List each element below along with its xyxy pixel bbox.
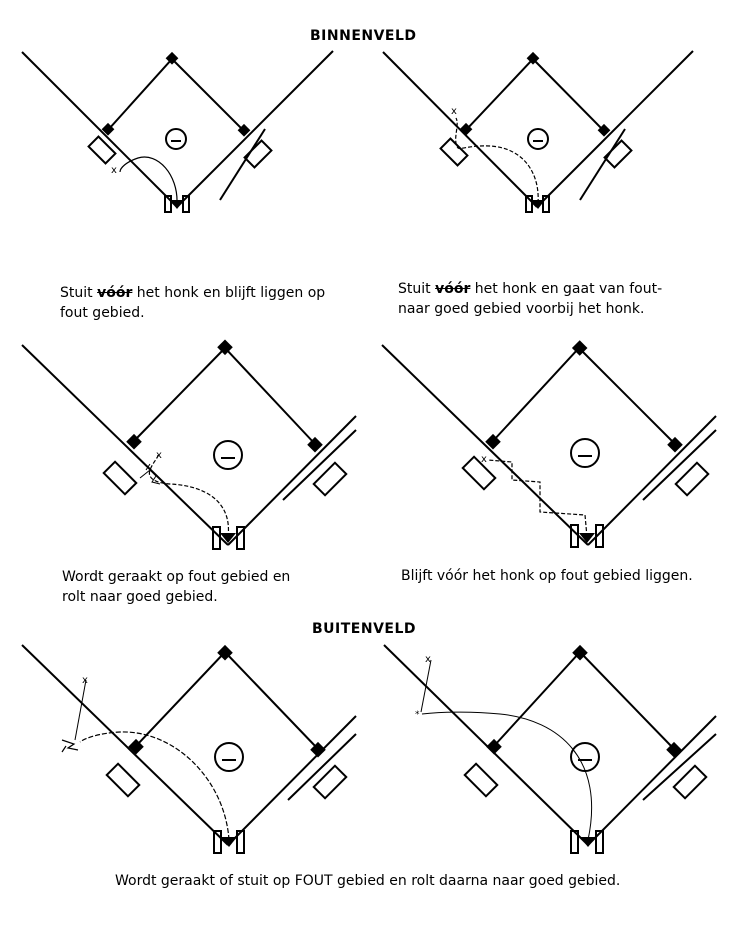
- bounce-mark: *: [415, 710, 420, 720]
- landing-mark: x: [451, 106, 457, 117]
- landing-mark: x: [156, 450, 162, 461]
- caption-case-2: Stuit vóór het honk en gaat van fout- na…: [398, 281, 663, 317]
- base-icon: [165, 51, 179, 65]
- ball-path: [421, 711, 593, 841]
- landing-mark: x: [481, 454, 487, 465]
- landing-mark: x: [82, 675, 88, 686]
- batter-box: [164, 195, 172, 213]
- right-fence: [219, 128, 266, 201]
- ball-path: [455, 117, 539, 204]
- outfield-heading: BUITENVELD: [312, 621, 417, 637]
- ball-path: [148, 454, 230, 538]
- ball-path: [420, 659, 432, 713]
- landing-mark: x: [111, 165, 117, 176]
- fielder-icon: [139, 463, 161, 485]
- infield-heading: BINNENVELD: [310, 28, 417, 44]
- right-foul-line: [176, 50, 334, 208]
- batter-box: [243, 139, 273, 169]
- caption-case-4: Blijft vóór het honk op fout gebied ligg…: [401, 568, 693, 584]
- caption-case-1: Stuit vóór het honk en blijft liggen op …: [60, 285, 326, 321]
- landing-mark: x: [425, 654, 431, 665]
- ball-path: [487, 459, 588, 538]
- ball-path: [74, 679, 87, 741]
- fielder-icon: [61, 739, 79, 753]
- base-icon: [237, 123, 251, 137]
- ball-path: [119, 156, 178, 204]
- home-plate: [170, 200, 184, 209]
- caption-case-5-6: Wordt geraakt of stuit op FOUT gebied en…: [115, 873, 621, 889]
- ball-path: [79, 731, 230, 841]
- left-foul-line: [21, 51, 178, 208]
- batter-box: [182, 195, 190, 213]
- pitcher-circle: [165, 128, 187, 150]
- base-icon: [101, 122, 115, 136]
- caption-case-3: Wordt geraakt op fout gebied en rolt naa…: [62, 569, 291, 605]
- batter-box: [87, 135, 117, 165]
